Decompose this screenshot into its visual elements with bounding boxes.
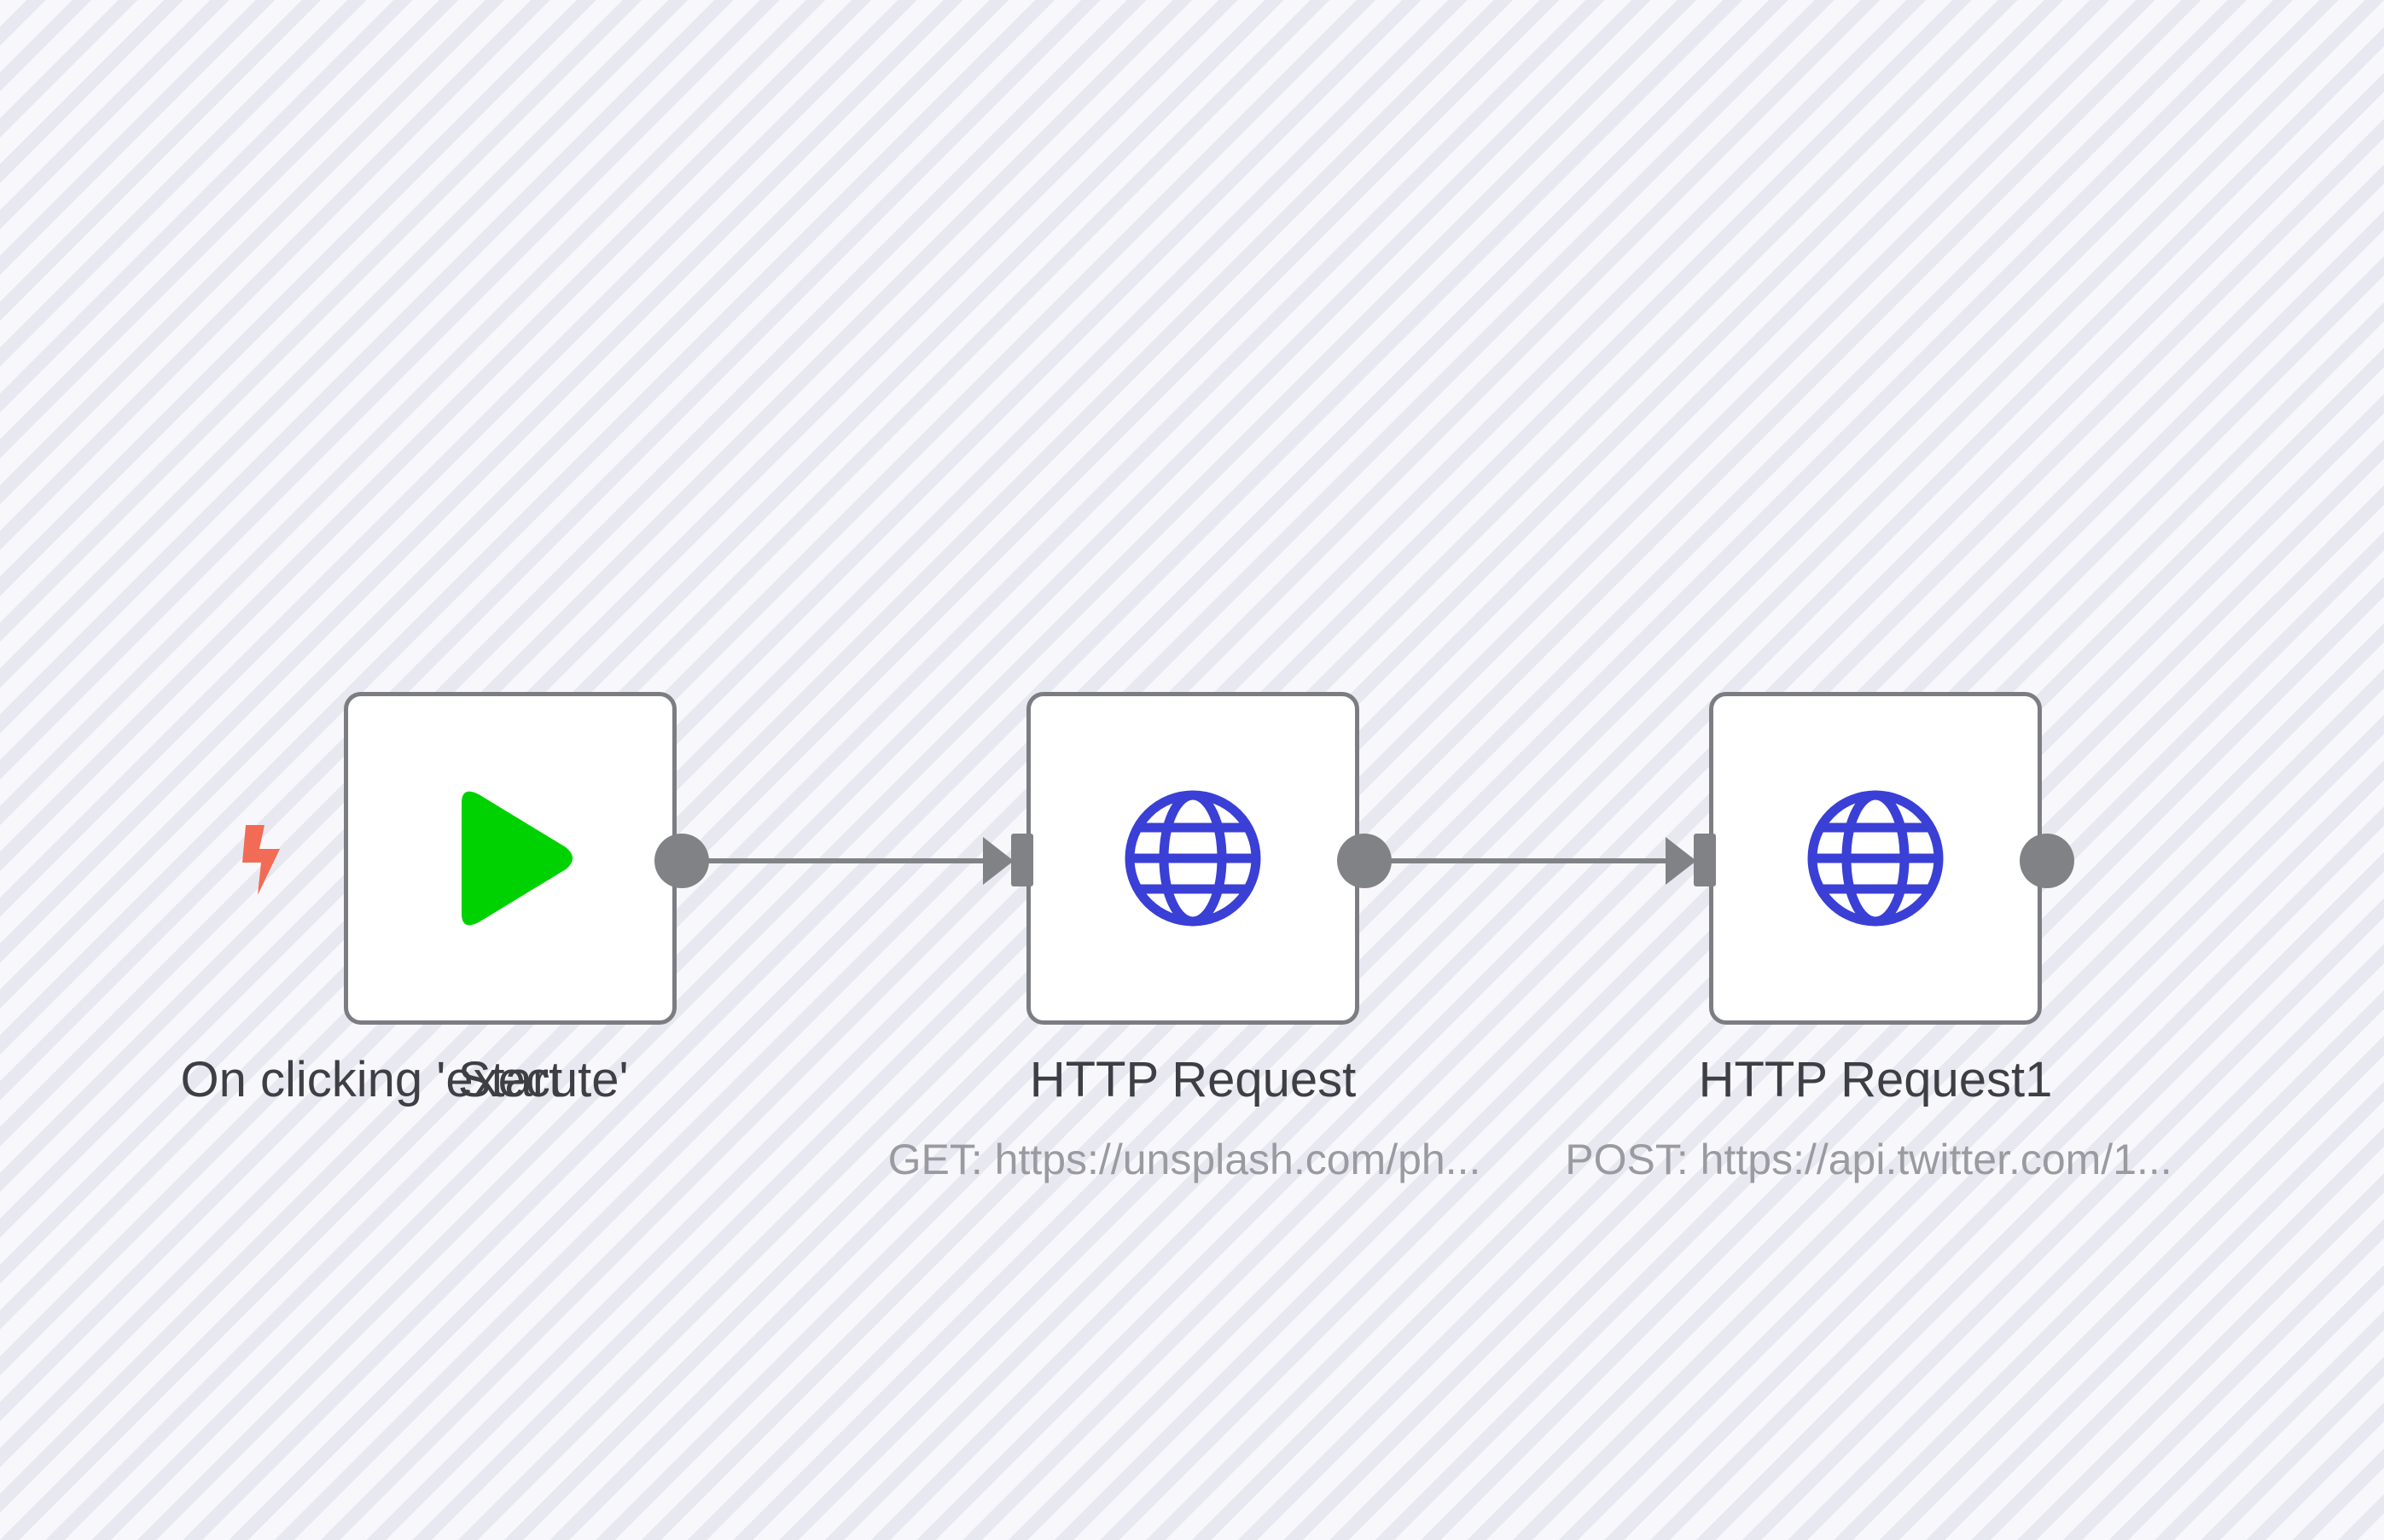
connection-start-to-http1[interactable] (708, 837, 1014, 885)
arrow-head-icon (1666, 837, 1696, 885)
connection-http1-to-http2[interactable] (1391, 837, 1696, 885)
output-handle-http-request[interactable] (1337, 834, 1392, 888)
node-http-request1[interactable] (1709, 692, 2042, 1025)
globe-icon (1125, 790, 1261, 927)
node-label-http-request: HTTP Request (1029, 1052, 1357, 1107)
input-handle-http-request[interactable] (1011, 834, 1033, 886)
node-subtitle-http-request: GET: https://unsplash.com/ph... (887, 1136, 1481, 1183)
output-handle-http-request1[interactable] (2020, 834, 2074, 888)
node-http-request[interactable] (1026, 692, 1359, 1025)
node-label-http-request1: HTTP Request1 (1698, 1052, 2053, 1107)
node-label-start: Start (457, 1052, 563, 1107)
arrow-head-icon (983, 837, 1014, 885)
node-start[interactable] (344, 692, 677, 1025)
node-label-overlay: On clicking 'execute' (180, 1052, 629, 1107)
globe-icon (1807, 790, 1944, 927)
input-handle-http-request1[interactable] (1694, 834, 1716, 886)
lightning-bolt-icon (242, 825, 280, 895)
output-handle-start[interactable] (654, 834, 709, 888)
node-subtitle-http-request1: POST: https://api.twitter.com/1... (1565, 1136, 2172, 1183)
play-icon (462, 791, 573, 926)
